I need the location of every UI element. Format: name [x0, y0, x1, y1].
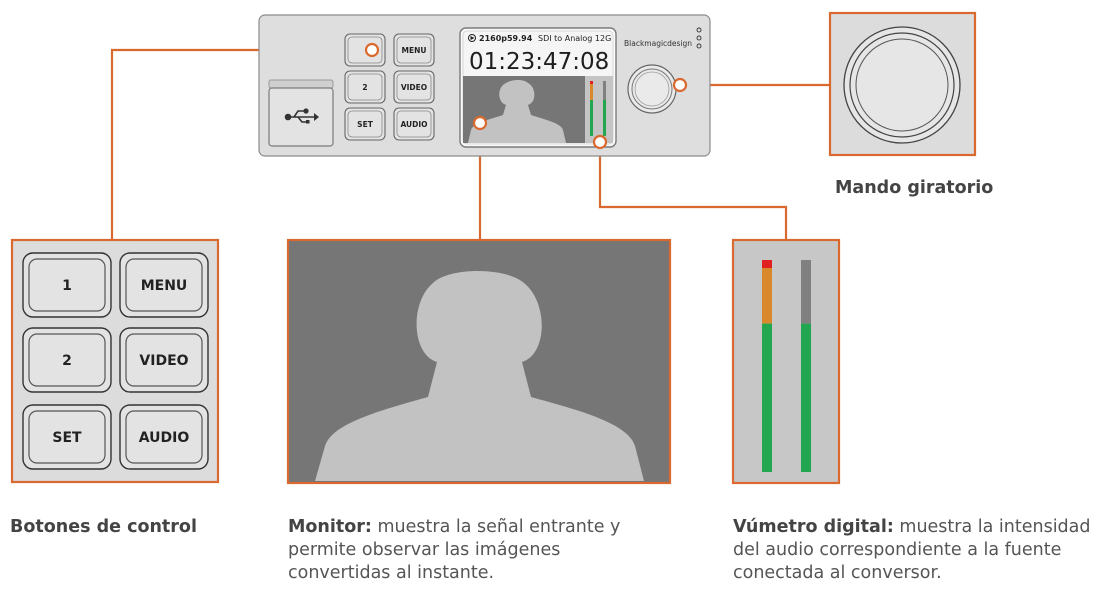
device-knob[interactable] [627, 64, 677, 114]
meter-inactive-segment [801, 260, 811, 324]
control-button-audio[interactable]: AUDIO [119, 404, 209, 470]
control-button-1-label: 1 [62, 278, 72, 294]
control-button-2[interactable]: 2 [22, 327, 112, 393]
brand-logo: Blackmagicdesign [624, 39, 692, 48]
caption-meter-title: Vúmetro digital: [733, 517, 894, 537]
audio-meter-bars [762, 260, 811, 472]
control-button-menu-label: MENU [141, 278, 188, 294]
device-lcd: 2160p59.94 SDI to Analog 12G 01:23:47:08 [459, 27, 617, 148]
device-button-audio-label: AUDIO [400, 120, 427, 129]
control-button-2-label: 2 [62, 353, 72, 369]
caption-monitor: Monitor: muestra la señal entrante y per… [288, 516, 648, 585]
caption-meter-body: muestra la intensidad del audio correspo… [733, 517, 1091, 583]
device-button-video[interactable]: VIDEO [393, 70, 435, 104]
usb-icon [284, 108, 319, 124]
device-button-2-label: 2 [362, 83, 367, 92]
caption-monitor-body: muestra la señal entrante y permite obse… [288, 517, 621, 583]
device-buttons: MENU 2 VIDEO SET AUDIO [344, 33, 435, 141]
marker-meter [592, 134, 608, 150]
control-button-set-label: SET [52, 430, 82, 446]
marker-knob [672, 77, 688, 93]
monitor-silhouette [315, 271, 644, 481]
caption-buttons: Botones de control [10, 516, 197, 539]
control-button-audio-label: AUDIO [139, 430, 190, 446]
device-button-menu-label: MENU [402, 46, 427, 55]
lcd-mini-meter [585, 76, 613, 143]
usb-port[interactable] [268, 79, 334, 147]
device-button-audio[interactable]: AUDIO [393, 107, 435, 141]
callout-markers [364, 42, 688, 150]
control-buttons-grid: 1 MENU 2 VIDEO SET AUDIO [22, 252, 209, 470]
control-button-video[interactable]: VIDEO [119, 327, 209, 393]
caption-monitor-title: Monitor: [288, 517, 372, 537]
monitor-detail [286, 238, 672, 485]
control-button-menu[interactable]: MENU [119, 252, 209, 318]
lcd-format: 2160p59.94 [479, 34, 533, 43]
control-button-set[interactable]: SET [22, 404, 112, 470]
caption-meter: Vúmetro digital: muestra la intensidad d… [733, 516, 1095, 585]
marker-monitor [472, 115, 488, 131]
caption-buttons-text: Botones de control [10, 517, 197, 537]
connector-meter [598, 142, 788, 240]
control-button-1[interactable]: 1 [22, 252, 112, 318]
lcd-timecode: 01:23:47:08 [469, 49, 609, 75]
device-button-set-label: SET [357, 120, 374, 129]
rotary-knob[interactable] [843, 26, 961, 144]
knob-detail [828, 11, 977, 157]
meter-peak-segment [762, 260, 772, 268]
device-button-video-label: VIDEO [401, 83, 427, 92]
input-arrow-icon [468, 34, 476, 42]
audio-channel-1 [762, 260, 772, 472]
device-front-panel: MENU 2 VIDEO SET AUDIO 2160p59.94 SDI to Ana… [258, 14, 711, 157]
audio-meter-detail [731, 238, 841, 485]
meter-green-segment [762, 323, 772, 472]
caption-knob-text: Mando giratorio [835, 178, 994, 198]
lcd-model: SDI to Analog 12G [538, 34, 611, 43]
device-button-menu[interactable]: MENU [393, 33, 435, 67]
brand-logo-mark [696, 27, 702, 49]
meter-green-segment [801, 323, 811, 472]
control-buttons-detail: 1 MENU 2 VIDEO SET AUDIO [10, 238, 220, 484]
device-button-2[interactable]: 2 [344, 70, 386, 104]
device-button-set[interactable]: SET [344, 107, 386, 141]
marker-buttons [364, 42, 380, 58]
meter-orange-segment [762, 268, 772, 324]
control-button-video-label: VIDEO [139, 353, 188, 369]
audio-channel-2 [801, 260, 811, 472]
lcd-video-thumbnail [463, 76, 585, 143]
caption-knob: Mando giratorio [835, 177, 993, 200]
